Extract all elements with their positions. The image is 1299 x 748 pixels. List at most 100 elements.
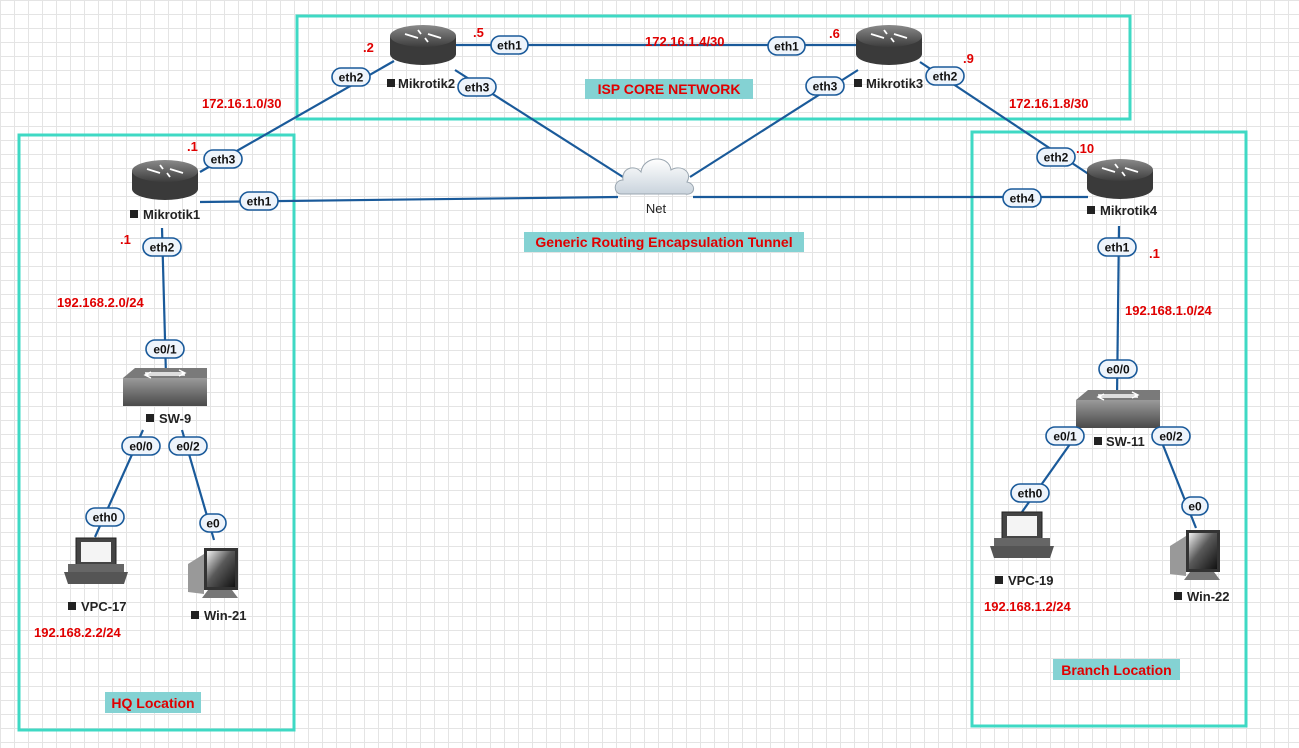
port-badge-m3-eth2[interactable]: eth2 (925, 66, 965, 86)
port-label: eth3 (465, 81, 490, 95)
zone-label-isp: ISP CORE NETWORK (585, 79, 753, 99)
port-label: e0/0 (129, 440, 153, 454)
monitor-icon[interactable] (188, 548, 238, 598)
node-label-sw9: SW-9 (146, 411, 191, 426)
port-label: e0/2 (1159, 430, 1183, 444)
port-badge-win22-e0[interactable]: e0 (1181, 496, 1209, 516)
port-badge-sw11-e00[interactable]: e0/0 (1098, 359, 1138, 379)
port-badge-m2-eth2[interactable]: eth2 (331, 67, 371, 87)
subnet-label: 192.168.1.0/24 (1125, 303, 1213, 318)
node-label-mikrotik2: Mikrotik2 (387, 76, 455, 91)
port-label: eth2 (933, 70, 958, 84)
port-badge-m1-eth1[interactable]: eth1 (239, 191, 279, 211)
node-label-text: Win-21 (204, 608, 247, 623)
port-label: eth2 (339, 71, 364, 85)
host-octet-label: .6 (829, 26, 840, 41)
port-badge-win21-e0[interactable]: e0 (199, 513, 227, 533)
node-label-text: Mikrotik2 (398, 76, 455, 91)
host-octet-label: .1 (1149, 246, 1160, 261)
port-badge-sw9-e00[interactable]: e0/0 (121, 436, 161, 456)
host-octet-label: .9 (963, 51, 974, 66)
port-badge-sw9-e02[interactable]: e0/2 (168, 436, 208, 456)
switch-icon[interactable] (123, 368, 207, 406)
zone-label-branch: Branch Location (1053, 659, 1180, 680)
host-octet-label: .10 (1076, 141, 1094, 156)
subnet-label: 192.168.2.0/24 (57, 295, 145, 310)
zone-label-text: Branch Location (1061, 662, 1171, 678)
port-badge-m1-eth2[interactable]: eth2 (142, 237, 182, 257)
port-label: e0/0 (1106, 363, 1130, 377)
port-label: eth2 (1044, 151, 1069, 165)
port-label: eth1 (1105, 241, 1130, 255)
port-badge-m1-eth3[interactable]: eth3 (203, 149, 243, 169)
zone-hq (17, 133, 296, 732)
port-label: eth3 (211, 153, 236, 167)
node-label-net: Net (646, 201, 667, 216)
port-badge-m3-eth1[interactable]: eth1 (767, 36, 806, 56)
subnet-label: 172.16.1.0/30 (202, 96, 282, 111)
zone-label-text: ISP CORE NETWORK (598, 81, 741, 97)
node-label-text: Mikrotik4 (1100, 203, 1158, 218)
node-label-text: Mikrotik1 (143, 207, 200, 222)
host-octet-label: .2 (363, 40, 374, 55)
node-label-vpc17: VPC-17 (68, 599, 127, 614)
zone-isp-core (295, 14, 1132, 121)
router-icon[interactable] (132, 160, 198, 200)
port-badge-m4-eth1[interactable]: eth1 (1097, 237, 1137, 257)
node-label-text: Win-22 (1187, 589, 1230, 604)
pc-icon[interactable] (64, 537, 128, 584)
node-label-text: VPC-19 (1008, 573, 1054, 588)
port-label: eth1 (774, 40, 799, 54)
zone-branch (970, 130, 1248, 728)
port-badge-sw11-e02[interactable]: e0/2 (1151, 426, 1191, 446)
node-label-text: Net (646, 201, 667, 216)
node-label-mikrotik3: Mikrotik3 (854, 76, 923, 91)
monitor-icon[interactable] (1170, 530, 1220, 580)
host-octet-label: .1 (187, 139, 198, 154)
port-label: eth1 (247, 195, 272, 209)
port-label: e0/1 (153, 343, 177, 357)
port-label: eth0 (93, 511, 118, 525)
port-badge-m2-eth1[interactable]: eth1 (490, 35, 529, 55)
node-label-text: SW-9 (159, 411, 191, 426)
pc-icon[interactable] (990, 511, 1054, 558)
port-badge-m4-eth4[interactable]: eth4 (1002, 188, 1042, 208)
node-label-win22: Win-22 (1174, 589, 1230, 604)
tunnel-label: Generic Routing Encapsulation Tunnel (524, 232, 804, 252)
port-label: e0/1 (1053, 430, 1077, 444)
router-icon[interactable] (390, 25, 456, 65)
port-label: e0 (1188, 500, 1202, 514)
ip-address-label: 192.168.2.2/24 (34, 625, 122, 640)
port-label: eth2 (150, 241, 175, 255)
node-label-text: SW-11 (1106, 434, 1145, 449)
host-octet-label: .5 (473, 25, 484, 40)
port-label: eth1 (497, 39, 522, 53)
node-label-vpc19: VPC-19 (995, 573, 1054, 588)
port-badge-m4-eth2[interactable]: eth2 (1036, 147, 1076, 167)
zone-label-text: HQ Location (111, 695, 194, 711)
node-label-mikrotik4: Mikrotik4 (1087, 203, 1158, 218)
zone-label-hq: HQ Location (105, 692, 201, 713)
port-label: e0 (206, 517, 220, 531)
ip-address-label: 192.168.1.2/24 (984, 599, 1072, 614)
cloud-icon[interactable] (614, 158, 694, 195)
node-label-mikrotik1: Mikrotik1 (130, 207, 200, 222)
port-badge-vpc19-eth0[interactable]: eth0 (1010, 483, 1050, 503)
port-badge-sw9-e01[interactable]: e0/1 (145, 339, 185, 359)
node-label-text: VPC-17 (81, 599, 127, 614)
tunnel-label-text: Generic Routing Encapsulation Tunnel (535, 234, 792, 250)
host-octet-label: .1 (120, 232, 131, 247)
router-icon[interactable] (856, 25, 922, 65)
port-badge-m2-eth3[interactable]: eth3 (457, 77, 497, 97)
subnet-label: 172.16.1.4/30 (645, 34, 725, 49)
port-badge-sw11-e01[interactable]: e0/1 (1045, 426, 1085, 446)
port-badge-m3-eth3[interactable]: eth3 (805, 76, 845, 96)
port-label: e0/2 (176, 440, 200, 454)
port-label: eth3 (813, 80, 838, 94)
router-icon[interactable] (1087, 159, 1153, 199)
switch-icon[interactable] (1076, 390, 1160, 428)
node-label-sw11: SW-11 (1094, 434, 1145, 449)
subnet-label: 172.16.1.8/30 (1009, 96, 1089, 111)
port-badge-vpc17-eth0[interactable]: eth0 (85, 507, 125, 527)
